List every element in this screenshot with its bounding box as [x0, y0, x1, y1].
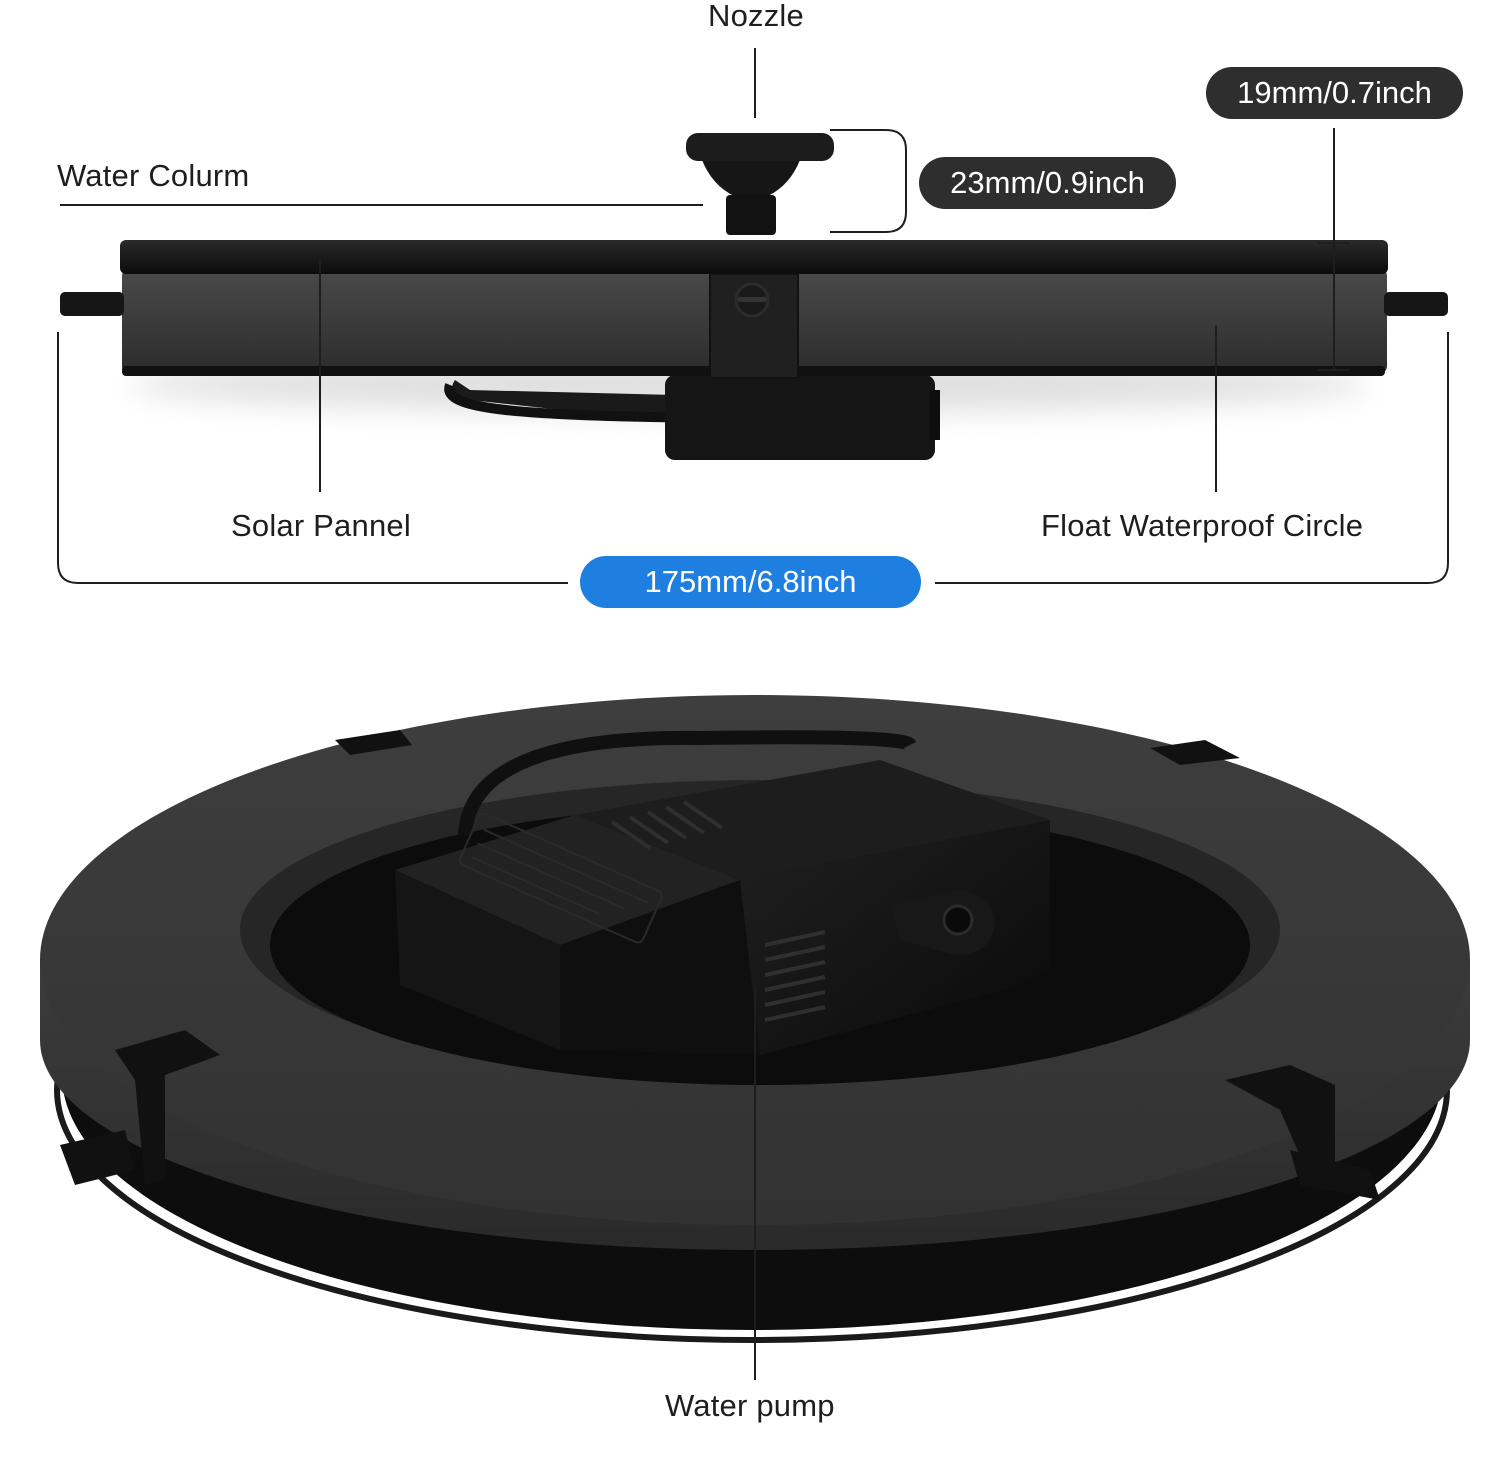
- water-column-label: Water Colurm: [57, 158, 250, 193]
- solar-panel-plate: [120, 240, 1388, 274]
- nozzle-label: Nozzle: [708, 0, 804, 33]
- diameter-bracket-left: [57, 332, 568, 584]
- diameter-bracket-right: [935, 332, 1449, 584]
- water-pump-label: Water pump: [665, 1388, 835, 1423]
- side-pump: [444, 375, 940, 460]
- diameter-badge: 175mm/6.8inch: [580, 556, 921, 608]
- side-view: [60, 133, 1448, 460]
- float-thickness-badge: 19mm/0.7inch: [1206, 67, 1463, 119]
- IP68-waterproof-icon: [458, 812, 663, 944]
- dimension-lines: [57, 48, 1449, 584]
- nozzle-height-badge: 23mm/0.9inch: [919, 157, 1176, 209]
- solar-panel-label: Solar Pannel: [231, 508, 411, 543]
- nozzle: [686, 133, 834, 235]
- nozzle-height-bracket: [830, 129, 907, 233]
- float-clips: [60, 730, 1380, 1200]
- water-pump: [395, 730, 1050, 1055]
- float-circle-label: Float Waterproof Circle: [1041, 508, 1364, 543]
